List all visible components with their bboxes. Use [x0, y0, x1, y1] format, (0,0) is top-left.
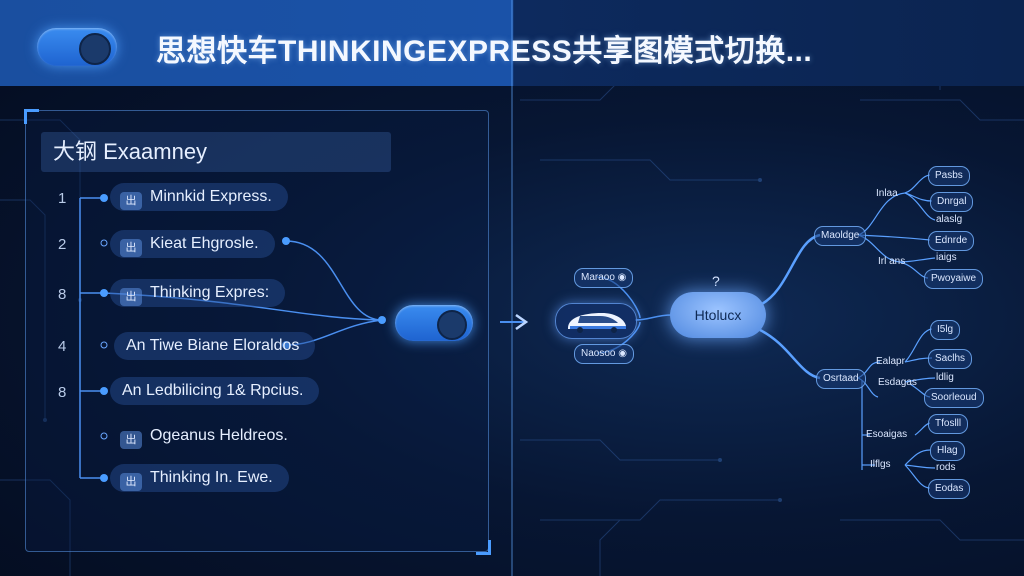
map-node-left[interactable]: Maraoo ◉: [574, 268, 634, 288]
split-divider: [511, 0, 513, 576]
car-node[interactable]: [555, 303, 637, 339]
leaf-node[interactable]: Tfoslll: [928, 414, 969, 434]
leaf-node[interactable]: Pwoyaiwe: [924, 269, 984, 289]
leaf-node[interactable]: alaslg: [936, 214, 963, 225]
mode-toggle-switch[interactable]: [37, 28, 117, 66]
toggle-knob: [437, 310, 467, 340]
leaf-node[interactable]: iaigs: [936, 252, 957, 263]
leaf-node[interactable]: Saclhs: [928, 349, 973, 369]
view-toggle-switch[interactable]: [395, 305, 473, 341]
node-icon: 出: [120, 192, 142, 210]
map-label: Ilflgs: [870, 459, 891, 470]
map-node-left[interactable]: Naosoo ◉: [574, 344, 634, 364]
row-number: 4: [58, 338, 67, 355]
outline-item-label: Thinking Expres:: [150, 284, 270, 301]
outline-item-label: An Ledbilicing 1& Rpcius.: [122, 382, 304, 399]
outline-item[interactable]: 出 Thinking In. Ewe.: [110, 464, 289, 492]
node-icon: 出: [120, 473, 142, 491]
node-icon: 出: [120, 431, 142, 449]
leaf-node[interactable]: Hlag: [930, 441, 965, 461]
outline-item[interactable]: 出 Thinking Expres:: [110, 279, 286, 307]
leaf-node[interactable]: Soorleoud: [924, 388, 984, 408]
outline-item[interactable]: 出 Kieat Ehgrosle.: [110, 230, 275, 258]
header-bar: [0, 0, 1024, 86]
map-label: Ealapr: [876, 356, 905, 367]
row-number: 2: [58, 236, 67, 253]
outline-item[interactable]: 出 Ogeanus Heldreos.: [110, 422, 304, 450]
outline-item[interactable]: An Tiwe Biane Eloraldos: [114, 332, 316, 360]
map-label: Esdagas: [878, 377, 917, 388]
branch-node[interactable]: Osrtaad: [816, 369, 866, 389]
outline-item-label: Minnkid Express.: [150, 188, 272, 205]
leaf-node[interactable]: Pasbs: [928, 166, 970, 186]
map-label: Esoaigas: [866, 429, 908, 440]
outline-heading: 大钢 Exaamney: [41, 132, 391, 172]
leaf-node[interactable]: Eodas: [928, 479, 971, 499]
page-title: 思想快车THINKINGEXPRESS共享图模式切换...: [156, 35, 813, 68]
row-number: 1: [58, 190, 67, 207]
center-mark: ?: [712, 273, 720, 289]
leaf-node[interactable]: ldlig: [936, 372, 954, 383]
node-icon: 出: [120, 239, 142, 257]
panel-corner: [24, 109, 39, 124]
outline-item-label: An Tiwe Biane Eloraldos: [126, 337, 300, 354]
outline-item-label: Ogeanus Heldreos.: [150, 427, 288, 444]
node-icon: 出: [120, 288, 142, 306]
leaf-node[interactable]: Dnrgal: [930, 192, 974, 212]
outline-item-label: Thinking In. Ewe.: [150, 469, 273, 486]
car-icon: [568, 313, 626, 333]
map-label: Inlaa: [876, 188, 898, 199]
outline-item-label: Kieat Ehgrosle.: [150, 235, 259, 252]
toggle-knob: [79, 33, 111, 65]
branch-node[interactable]: Maoldge: [814, 226, 867, 246]
leaf-node[interactable]: Ednrde: [928, 231, 975, 251]
row-number: 8: [58, 286, 67, 303]
outline-item[interactable]: 出 Minnkid Express.: [110, 183, 288, 211]
outline-item[interactable]: An Ledbilicing 1& Rpcius.: [110, 377, 320, 405]
central-topic-node[interactable]: Htolucx: [670, 292, 766, 338]
map-label: Irl ans: [878, 256, 906, 267]
row-number: 8: [58, 384, 67, 401]
leaf-node[interactable]: I5lg: [930, 320, 961, 340]
panel-corner: [476, 540, 491, 555]
leaf-node[interactable]: rods: [936, 462, 956, 473]
